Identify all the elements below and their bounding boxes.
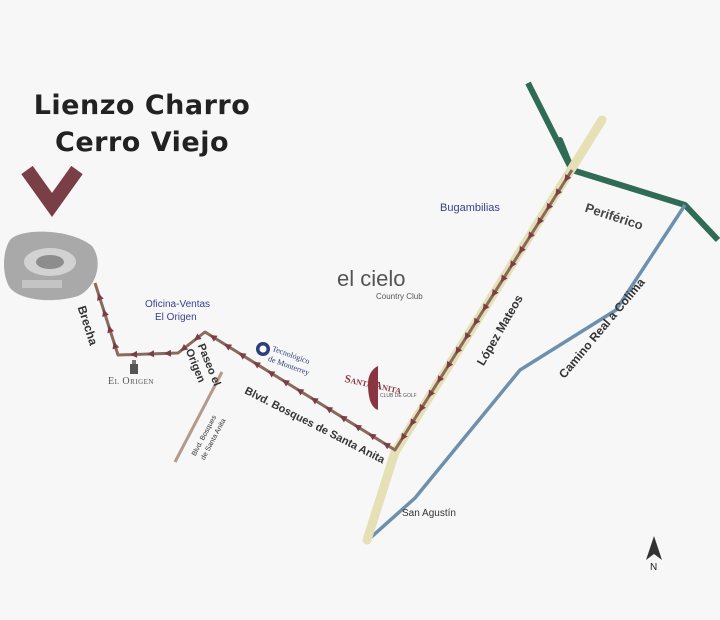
el-cielo-label: el cielo — [337, 266, 406, 291]
route-arrow-icon — [419, 403, 426, 412]
route-arrow-icon — [339, 415, 348, 423]
lopez-mateos-road — [362, 115, 607, 545]
route-arrow-icon — [464, 332, 472, 340]
route-arrow-icon — [164, 349, 172, 357]
route-arrow-icon — [267, 370, 276, 378]
periferico-road — [525, 81, 720, 243]
santa-anita-logo — [368, 366, 378, 410]
san-agustin-label: San Agustín — [402, 508, 456, 519]
route-arrow-icon — [107, 325, 115, 334]
route-arrow-icon — [519, 245, 526, 254]
route-arrow-icon — [238, 352, 247, 360]
title-line-1: Lienzo Charro — [33, 90, 251, 121]
building-icon — [130, 360, 138, 374]
route-arrows — [97, 174, 572, 450]
route-arrow-icon — [564, 174, 572, 182]
route-arrow-icon — [147, 350, 155, 358]
route-arrow-icon — [410, 418, 417, 427]
route-arrow-icon — [97, 293, 104, 301]
route-arrow-icon — [112, 341, 120, 350]
route-arrow-icon — [455, 346, 463, 355]
route-arrow-icon — [209, 334, 218, 342]
route-arrow-icon — [500, 274, 508, 283]
oficina-label-line-1: Oficina-Ventas — [145, 299, 211, 310]
route-arrow-icon — [253, 361, 261, 369]
route-arrow-icon — [180, 343, 189, 352]
route-arrow-icon — [428, 389, 435, 398]
route-arrow-icon — [296, 388, 305, 396]
route-arrow-icon — [446, 360, 454, 369]
route-arrow-icon — [282, 379, 290, 387]
route-arrow-icon — [325, 406, 334, 414]
logo-icon — [256, 342, 270, 356]
route-arrow-icon — [224, 343, 233, 351]
route-arrow-icon — [437, 375, 445, 384]
title-line-2: Cerro Viejo — [55, 127, 229, 158]
route-arrow-icon — [546, 202, 554, 211]
route-line — [93, 169, 574, 452]
route-arrow-icon — [473, 317, 481, 326]
route-arrow-icon — [401, 432, 408, 441]
north-label: N — [650, 562, 658, 573]
route-arrow-icon — [193, 333, 202, 341]
el-cielo-sub-label: Country Club — [376, 292, 423, 301]
camino-real-road — [366, 204, 687, 542]
route-arrow-icon — [528, 231, 535, 240]
route-arrow-icon — [130, 350, 138, 358]
north-arrow-icon — [646, 536, 662, 560]
route-arrow-icon — [491, 289, 499, 297]
route-arrow-icon — [510, 260, 517, 269]
route-arrow-icon — [482, 303, 490, 312]
oficina-label-line-2: El Origen — [155, 312, 197, 323]
route-arrow-icon — [383, 442, 391, 450]
santa-anita-sub-label: CLUB DE GOLF — [380, 393, 417, 399]
route-arrow-icon — [102, 309, 109, 318]
route-arrow-icon — [354, 424, 363, 432]
route-arrow-icon — [555, 188, 563, 197]
lienzo-charro-image — [4, 231, 98, 301]
bugambilias-label: Bugambilias — [440, 202, 500, 214]
route-arrow-icon — [368, 433, 377, 441]
chevron-down-icon — [21, 165, 83, 218]
blvd-bosques-side-road — [173, 371, 224, 463]
route-arrow-icon — [310, 397, 319, 405]
el-origen-label: El Origen — [108, 376, 154, 387]
route-arrow-icon — [537, 217, 544, 225]
